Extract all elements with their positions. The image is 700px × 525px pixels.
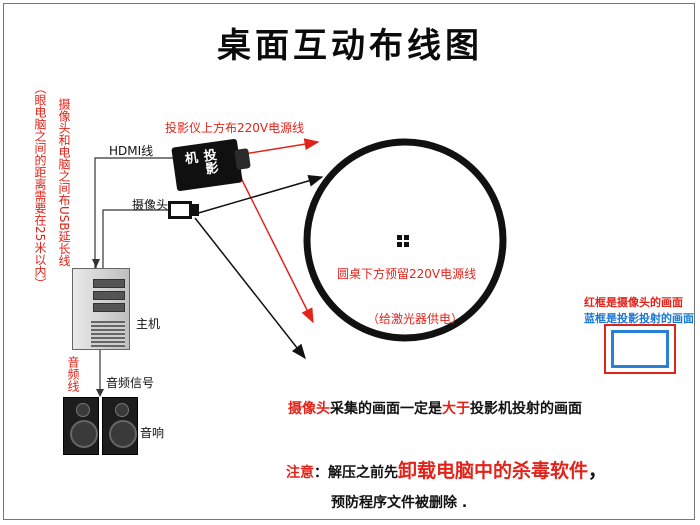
legend-red-text: 红框是摄像头的画面 — [584, 296, 683, 309]
speaker-label: 音响 — [140, 426, 165, 440]
laser-power-label: （给激光器供电） — [367, 312, 464, 326]
host-label: 主机 — [136, 317, 161, 331]
camera-view-top — [194, 175, 324, 215]
projector-power-label: 投影仪上方布220V电源线 — [165, 121, 305, 135]
note1-camera: 摄像头 — [288, 401, 330, 417]
speaker-left-icon — [63, 397, 99, 455]
audio-signal-label: 音频信号 — [106, 376, 155, 390]
projector-beam-top — [237, 138, 320, 156]
projector-lens — [234, 148, 251, 170]
camera-view-bottom — [194, 217, 306, 360]
speaker-right-icon — [102, 397, 138, 455]
projector: 投影机 — [171, 138, 251, 192]
note2-comma: ， — [588, 460, 608, 482]
hdmi-wire — [94, 157, 174, 268]
usb-note: 摄像头和电脑之间布USB延长线 — [57, 98, 71, 267]
camera-label: 摄像头 — [132, 198, 169, 212]
legend-blue-text: 蓝框是投影投射的画面 — [584, 312, 694, 325]
projector-beam-bottom — [237, 171, 314, 324]
page-title: 桌面互动布线图 — [217, 26, 483, 66]
computer-tower-icon — [72, 268, 130, 350]
note2-attention: 注意 — [286, 465, 314, 481]
hdmi-label: HDMI线 — [109, 144, 154, 158]
camera-mount — [189, 204, 199, 216]
note1-end: 投影机投射的画面 — [470, 401, 582, 417]
legend-blue-frame — [611, 330, 669, 368]
round-table-circle — [303, 138, 507, 342]
distance-note: （眼电脑之间的距离需要在25米以内） — [33, 82, 47, 290]
table-power-label: 圆桌下方预留220V电源线 — [337, 267, 477, 281]
note2-mid: ：解压之前先 — [314, 465, 398, 481]
legend-red-frame — [604, 324, 676, 374]
note-camera-vs-projector: 摄像头采集的画面一定是大于投影机投射的画面 — [288, 398, 582, 418]
note1-mid: 采集的画面一定是 — [330, 401, 442, 417]
projector-text: 投影机 — [181, 147, 219, 176]
audio-line-label: 音频线 — [66, 356, 80, 392]
usb-wire — [102, 209, 168, 268]
note-warning: 注意：解压之前先卸载电脑中的杀毒软件， — [286, 456, 607, 483]
note1-bigger: 大于 — [442, 401, 470, 417]
note2-uninstall: 卸载电脑中的杀毒软件 — [398, 460, 589, 482]
table-center-icon — [397, 235, 409, 247]
note-prevent-deletion: 预防程序文件被删除 . — [331, 495, 468, 511]
diagram-frame — [3, 3, 695, 520]
